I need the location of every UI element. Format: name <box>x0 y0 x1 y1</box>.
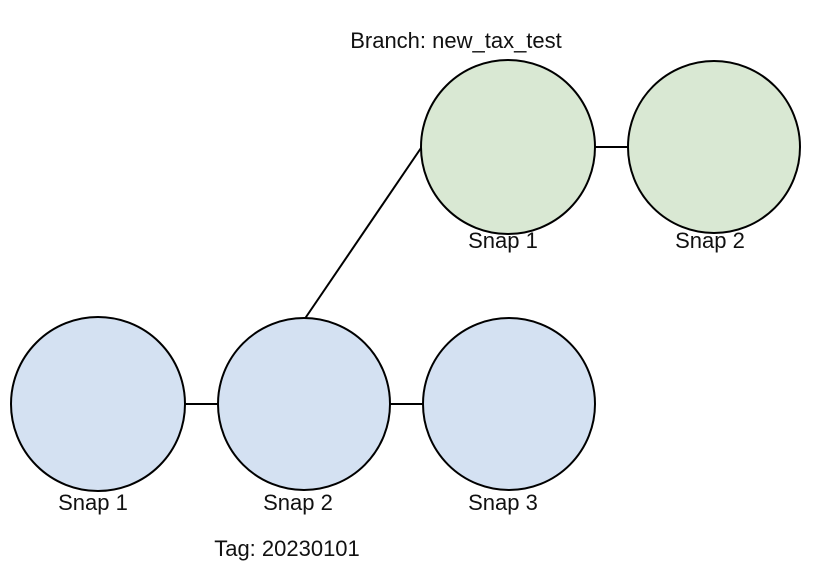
connector-branch-point <box>303 147 422 321</box>
branch-snap-1-circle[interactable] <box>420 59 596 235</box>
branch-snap-1[interactable] <box>420 59 596 235</box>
branch-snap-2[interactable] <box>627 60 801 234</box>
main-snap-1-label: Snap 1 <box>58 490 128 515</box>
main-snap-3-label: Snap 3 <box>468 490 538 515</box>
main-snap-2-label: Snap 2 <box>263 490 333 515</box>
main-snap-3-circle[interactable] <box>422 317 596 491</box>
main-snap-1-circle[interactable] <box>10 316 186 492</box>
main-snap-3[interactable] <box>422 317 596 491</box>
branch-label: Branch: new_tax_test <box>350 28 562 53</box>
tag-label: Tag: 20230101 <box>214 536 360 561</box>
main-snap-1[interactable] <box>10 316 186 492</box>
branch-snap-2-label: Snap 2 <box>675 228 745 253</box>
main-snap-2-circle[interactable] <box>217 317 391 491</box>
main-snap-2[interactable] <box>217 317 391 491</box>
branch-snap-2-circle[interactable] <box>627 60 801 234</box>
branch-snap-1-label: Snap 1 <box>468 228 538 253</box>
